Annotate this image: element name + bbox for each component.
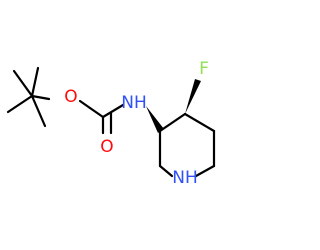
bond-c3-c4 <box>158 112 187 133</box>
o-ester-label: O <box>64 87 77 107</box>
bond-n-c3-wedge <box>146 106 164 133</box>
molecule-svg: O O NH NH F <box>6 59 216 188</box>
bond-tbu-o-black <box>30 94 51 101</box>
atom-o-ester: O <box>64 87 77 107</box>
bond-tbu-center-methyl-top2 <box>30 66 40 98</box>
n-ring-label: NH <box>172 168 198 188</box>
atom-fluorine: F <box>199 59 209 79</box>
bond-tbu-center-methyl-left <box>6 94 34 114</box>
atom-n-ring: NH <box>172 168 198 188</box>
bond-c4-f-wedge <box>185 79 201 114</box>
structure-diagram: O O NH NH F <box>6 59 216 188</box>
bond-tbu-center-methyl-bottom <box>30 94 47 128</box>
atom-o-carbonyl: O <box>100 137 113 157</box>
fluorine-label: F <box>199 59 209 79</box>
bond-o-carbonyl-black <box>88 106 105 119</box>
bond-c4-c5 <box>183 112 216 133</box>
bond-tbu-center-methyl-top <box>12 69 34 98</box>
n-amide-label: NH <box>121 93 147 113</box>
bond-c6-n <box>194 164 216 178</box>
bond-carbonyl-n-black <box>101 103 125 119</box>
bond-n-c2 <box>158 164 174 178</box>
bond-o-carbonyl-red <box>78 99 92 110</box>
o-carbonyl-label: O <box>100 137 113 157</box>
atom-n-amide: NH <box>121 93 147 113</box>
